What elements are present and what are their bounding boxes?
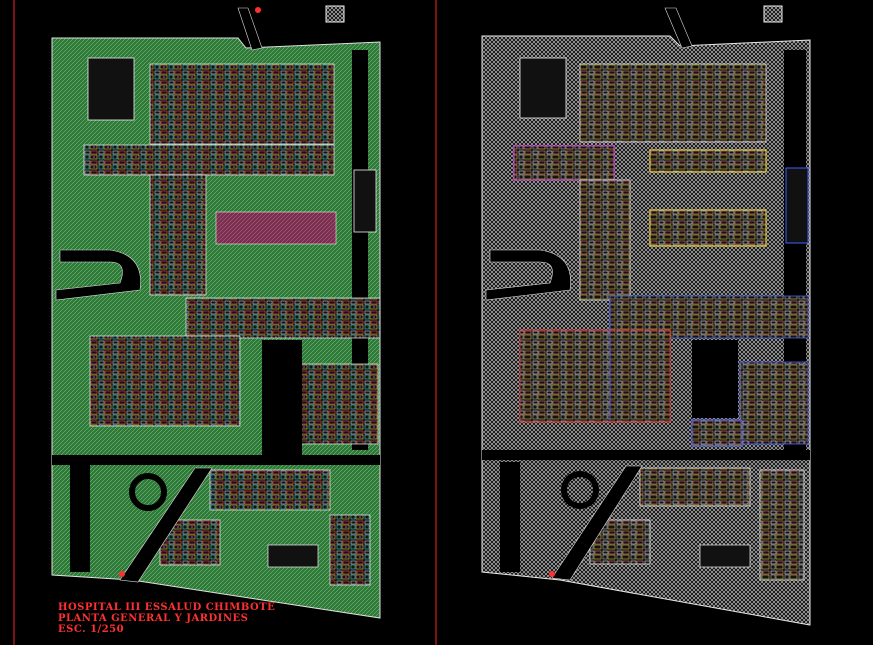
parking-block-c — [519, 57, 567, 119]
building-far-south-right — [639, 467, 751, 507]
black-strip-right — [500, 462, 520, 572]
building-wing-left — [83, 144, 335, 176]
building-east-right — [739, 361, 809, 445]
road-vertical-right — [784, 50, 806, 450]
building-small-left — [267, 544, 319, 568]
drawing-title: HOSPITAL III ESSALUD CHIMBOTE — [58, 602, 276, 613]
yellow-wing-1 — [649, 149, 767, 173]
drawing-subtitle: PLANTA GENERAL Y JARDINES — [58, 613, 249, 624]
road-vertical-left — [352, 50, 368, 450]
building-center-left — [149, 174, 207, 296]
red-marker-3 — [549, 571, 555, 577]
building-north-left — [149, 63, 335, 145]
building-annex2-left — [329, 514, 371, 586]
parking-block-a — [87, 57, 135, 121]
building-spine-left — [185, 297, 381, 339]
roundabout-right — [561, 471, 599, 509]
parking-block-b — [353, 169, 377, 233]
diagonal-road-right — [551, 465, 643, 581]
building-annex2-right — [759, 469, 805, 581]
building-south-block-right — [519, 329, 671, 423]
roundabout-left — [129, 473, 167, 511]
plan-general-jardines — [51, 5, 381, 619]
red-marker-1 — [255, 7, 261, 13]
yellow-wing-2 — [649, 209, 767, 247]
curved-drive-right — [485, 249, 571, 301]
red-marker-2 — [119, 571, 125, 577]
black-strip-left — [70, 462, 90, 572]
building-far-south-left — [209, 469, 331, 511]
access-road-right — [664, 7, 693, 49]
street-left — [52, 455, 380, 465]
cyan-block-right — [691, 419, 743, 447]
building-north-right — [579, 63, 767, 143]
diagonal-road-left — [119, 467, 213, 583]
access-road-left — [237, 7, 263, 51]
dark-block-right — [692, 340, 738, 418]
north-marker-right — [763, 5, 783, 23]
drawing-scale: ESC. 1/250 — [58, 624, 125, 635]
magenta-wing — [513, 145, 615, 181]
drawing-title-block: HOSPITAL III ESSALUD CHIMBOTE PLANTA GEN… — [58, 602, 275, 635]
north-marker-left — [325, 5, 345, 23]
building-center-right — [579, 179, 631, 301]
street-right — [482, 450, 810, 460]
dark-block-left — [262, 340, 302, 455]
building-small-right — [699, 544, 751, 568]
parking-block-d — [785, 167, 809, 244]
curved-drive-left — [55, 249, 141, 301]
building-south-block-left — [89, 335, 241, 427]
plan-general-white — [481, 5, 811, 626]
building-east-left — [299, 363, 379, 445]
courtyard-maroon — [215, 211, 337, 245]
